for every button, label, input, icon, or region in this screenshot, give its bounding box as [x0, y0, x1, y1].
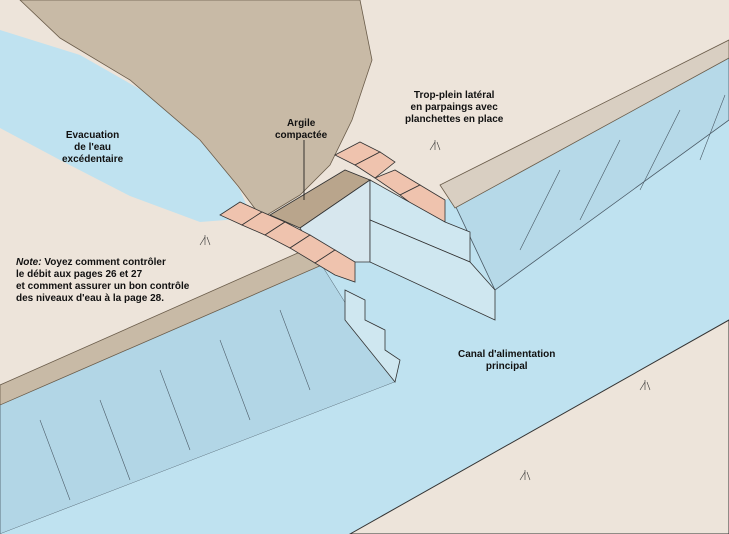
far-bank-crest — [439, 39, 729, 209]
label-line: planchettes en place — [405, 114, 504, 125]
note-line: des niveaux d'eau à la page 28. — [16, 293, 165, 304]
label-main-canal: Canal d'alimentation principal — [458, 349, 555, 373]
label-line: principal — [485, 361, 528, 372]
note-text: Note: Voyez comment contrôler le débit a… — [16, 257, 189, 305]
label-side-weir: Trop-plein latéral en parpaings avec pla… — [405, 90, 503, 126]
overflow-water — [0, 30, 252, 222]
note-prefix: Note: — [16, 257, 42, 268]
brick-row-left — [219, 201, 356, 283]
label-line: Trop-plein latéral — [413, 90, 495, 101]
label-line: excédentaire — [62, 154, 124, 165]
label-line: compactée — [275, 130, 328, 141]
label-line: Evacuation — [65, 130, 120, 141]
label-line: Canal d'alimentation — [458, 349, 556, 360]
note-line: Voyez comment contrôler — [41, 257, 166, 268]
label-line: en parpaings avec — [410, 102, 498, 113]
concrete-blocks — [344, 179, 496, 383]
label-overflow-water: Evacuation de l'eau excédentaire — [62, 130, 123, 166]
sand-tufts — [199, 140, 651, 481]
brick-row-right — [334, 141, 446, 223]
sand-far-shore — [348, 319, 729, 534]
note-line: le débit aux pages 26 et 27 — [16, 269, 143, 280]
label-compacted-clay: Argile compactée — [275, 118, 327, 142]
water-texture — [39, 94, 726, 501]
label-line: de l'eau — [74, 142, 111, 153]
note-line: et comment assurer un bon contrôle — [16, 281, 190, 292]
label-line: Argile — [286, 118, 316, 129]
overflow-bank — [19, 0, 373, 219]
